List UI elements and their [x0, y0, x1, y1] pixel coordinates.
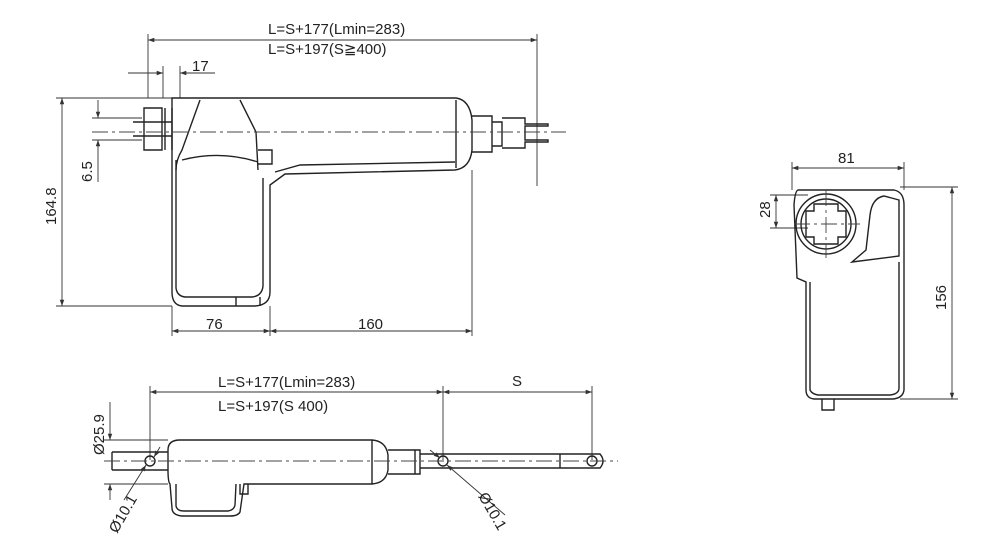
- rear-clevis: [143, 107, 163, 151]
- top-view: L=S+177(Lmin=283) L=S+197(S≧400) 17 164.…: [43, 21, 566, 336]
- tube-diameter-label: Ø25.9: [91, 414, 108, 455]
- dim-156-label: 156: [933, 285, 950, 310]
- dim-17-label: 17: [192, 58, 209, 75]
- motor-housing: [171, 97, 473, 307]
- dim-28-label: 28: [757, 201, 774, 218]
- overall-length-label-2: L=S+197(S≧400): [268, 41, 386, 58]
- overall-length-label-1: L=S+177(Lmin=283): [268, 21, 405, 38]
- front-rod-end: [502, 117, 549, 149]
- side-view: L=S+177(Lmin=283) L=S+197(S 400) S Ø25.9…: [91, 373, 618, 536]
- spline-socket: [805, 203, 847, 245]
- side-view-tube: [388, 449, 421, 475]
- end-view: 81 156 28: [757, 150, 958, 411]
- side-view-plug: [239, 484, 249, 495]
- stroke-label: S: [512, 373, 522, 390]
- dim-160-label: 160: [358, 316, 383, 333]
- dim-6-5-label: 6.5: [79, 161, 96, 182]
- dim-81-label: 81: [838, 150, 855, 167]
- front-hole-diameter-label: Ø10.1: [475, 490, 510, 534]
- side-overall-length-label-2: L=S+197(S 400): [218, 398, 328, 415]
- rear-hole-diameter-label: Ø10.1: [106, 492, 141, 536]
- side-view-housing: [167, 439, 389, 517]
- side-overall-length-label-1: L=S+177(Lmin=283): [218, 374, 355, 391]
- dim-164-8-label: 164.8: [43, 187, 60, 225]
- inner-tube-collar: [472, 115, 493, 153]
- dim-76-label: 76: [206, 316, 223, 333]
- end-view-housing: [793, 189, 905, 400]
